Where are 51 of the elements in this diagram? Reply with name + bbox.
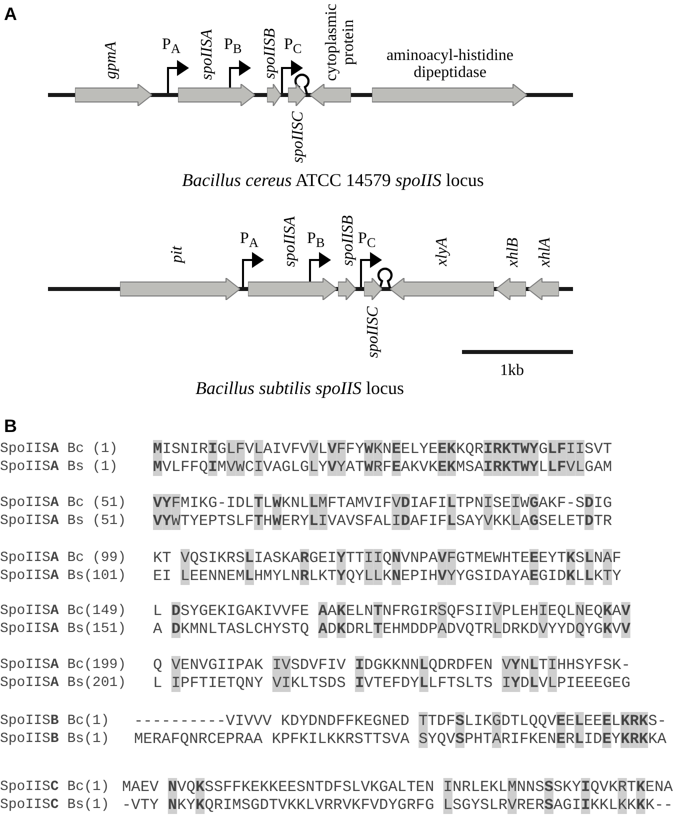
sequence-name: SpoIISA Bc (1) bbox=[0, 440, 118, 458]
sequence-text: L DSYGEKIGAKIVVFE AAKELNTNFRGIRSQFSIIVPLEHIEQLNEQKAV bbox=[153, 602, 630, 620]
sequence-name: SpoIISB Bc(1) bbox=[0, 712, 110, 730]
sequence-name: SpoIISC Bs(1) bbox=[0, 796, 110, 814]
panel-letter: A bbox=[4, 4, 17, 25]
promoter-label: P$_{A}$ bbox=[240, 230, 259, 252]
sequence-name: SpoIISA Bs(201) bbox=[0, 674, 126, 692]
sequence-text: -VTY NKYKQRIMSGDTVKKLVRRVKFVDYGRFG LSGYSLRVRERSAGIIKKLKKKK-- bbox=[122, 796, 673, 814]
scale-label: 1kb bbox=[500, 362, 524, 380]
sequence-name: SpoIISA Bs (51) bbox=[0, 512, 126, 530]
gene-label: xhlA bbox=[536, 237, 554, 267]
sequence-name: SpoIISA Bs (1) bbox=[0, 458, 118, 476]
sequence-text: Q VENVGIIPAK IVSDVFIV IDGKKNNLQDRDFEN VYNLTIHHSYFSK- bbox=[153, 656, 630, 674]
sequence-text: MISNIRIGLFVLAIVFVVLVFFYWKNEELYEEKKQRIRKTWYGLFIISVT bbox=[153, 440, 612, 458]
gene-label: xlyA bbox=[434, 238, 450, 266]
sequence-text: MVLFFQIMVWCIVAGLGLYVYATWRFEAKVKEKMSAIRKTWYLLFVLGAM bbox=[153, 458, 612, 476]
gene-label: pit bbox=[168, 246, 186, 264]
sequence-text: MAEV NVQKSSFFKEKKEESNTDFSLVKGALTEN INRLEKLMNNSSSKYIQVKRTKENA bbox=[122, 778, 673, 796]
sequence-text: MERAFQNRCEPRAA KPFKILKKRSTTSVA SYQVSPHTARIFKENERLIDEYKRKKA bbox=[134, 730, 666, 748]
sequence-text: VYWTYEPTSLFTHWERYLIVAVSFALIDAFIFLSAYVKKLAGSELETDTR bbox=[153, 512, 612, 530]
panel-letter: B bbox=[4, 416, 17, 437]
gene-label: cytoplasmic protein bbox=[323, 2, 357, 83]
gene-label: spoIISB bbox=[262, 28, 278, 80]
promoter-label: P$_{C}$ bbox=[358, 230, 376, 252]
gene-label: spoIISA bbox=[198, 30, 216, 80]
gene-label: spoIISB bbox=[340, 216, 356, 266]
sequence-name: SpoIISA Bc(199) bbox=[0, 656, 126, 674]
sequence-text: EI LEENNEMLHMYLNRLKTYQYLLKNEPIHVYYGSIDAYAEGIDKLLKTY bbox=[153, 567, 622, 585]
locus-caption: Bacillus cereus ATCC 14579 spoIIS locus bbox=[182, 170, 484, 191]
sequence-text: ----------VIVVV KDYDNDFFKEGNED TTDFSLIKGDTLQQVEELEEELKRKS- bbox=[134, 712, 666, 730]
sequence-text: L IPFTIETQNY VIKLTSDS IVTEFDYLLFTSLTS IYDLVLPIEEEGEG bbox=[153, 674, 630, 692]
sequence-name: SpoIISA Bs(101) bbox=[0, 567, 126, 585]
gene-label: xhlB bbox=[504, 237, 522, 267]
sequence-name: SpoIISA Bc(149) bbox=[0, 602, 126, 620]
sequence-name: SpoIISA Bc (51) bbox=[0, 494, 126, 512]
sequence-name: SpoIISA Bs(151) bbox=[0, 620, 126, 638]
promoter-label: P$_{A}$ bbox=[162, 36, 181, 58]
sequence-name: SpoIISA Bc (99) bbox=[0, 549, 126, 567]
gene-label: spoIISC bbox=[364, 306, 382, 358]
gene-label: aminoacyl-histidine dipeptidase bbox=[385, 47, 515, 81]
sequence-name: SpoIISB Bs(1) bbox=[0, 730, 110, 748]
sequence-name: SpoIISC Bc(1) bbox=[0, 778, 110, 796]
sequence-text: KT VQSIKRSLIASKARGEIYTTIIQNVNPAVFGTMEWHTEEEYTKSLNAF bbox=[153, 549, 622, 567]
promoter-label: P$_{B}$ bbox=[224, 36, 242, 58]
gene-label: gpmA bbox=[102, 41, 120, 79]
sequence-text: VYFMIKG-IDLTLWKNLLMFTAMVIFVDIAFILTPNISEIWGAKF-SDIG bbox=[153, 494, 612, 512]
promoter-label: P$_{B}$ bbox=[307, 230, 325, 252]
locus-caption: Bacillus subtilis spoIIS locus bbox=[196, 378, 404, 399]
gene-label: spoIISA bbox=[282, 216, 298, 268]
gene-label: spoIISC bbox=[290, 111, 306, 163]
promoter-label: P$_{C}$ bbox=[284, 36, 302, 58]
